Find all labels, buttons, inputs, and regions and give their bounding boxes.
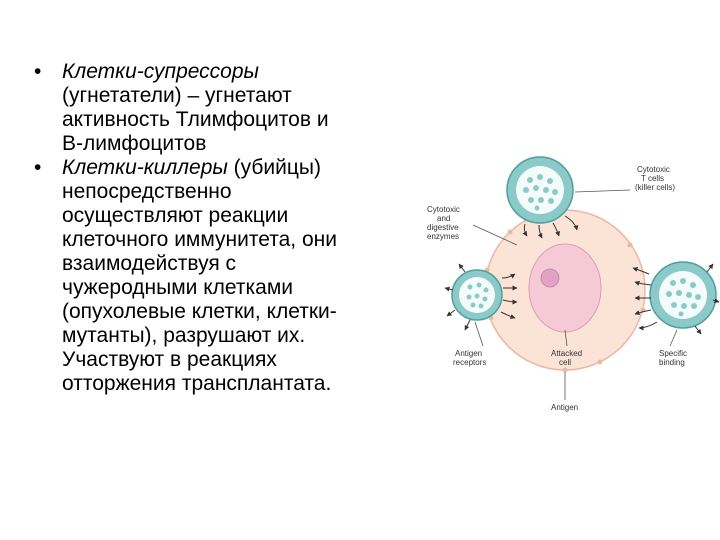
bullet-marker: • xyxy=(34,156,42,179)
bullet-list: • Клетки-супрессоры (угнетатели) – угнет… xyxy=(34,60,434,396)
bullet-item-killer: • Клетки-киллеры (убийцы) непосредственн… xyxy=(34,156,434,396)
label-antigen-receptors: Antigen receptors xyxy=(453,349,486,367)
bullet-line: непосредственно xyxy=(62,180,232,203)
bullet-line-rest: (убийцы) xyxy=(227,156,322,179)
bullet-line: (угнетатели) – угнетают xyxy=(62,84,292,107)
label-attacked-cell: Attacked cell xyxy=(551,349,584,367)
bullet-line: клеточного иммунитета, они xyxy=(62,228,337,251)
receptor-arrows xyxy=(444,263,720,335)
killer-cell-diagram: Cytotoxic T cells (killer cells) Cytotox… xyxy=(425,150,720,420)
t-cell-left xyxy=(451,269,503,321)
bullet-marker: • xyxy=(34,60,42,83)
label-leaders xyxy=(472,189,678,400)
bullet-line: чужеродными клетками xyxy=(62,276,294,299)
bullet-line: Участвуют в реакциях xyxy=(62,348,277,371)
t-cell-top xyxy=(506,156,574,224)
label-enzymes: Cytotoxic and digestive enzymes xyxy=(427,205,462,241)
bullet-line: Клетки-супрессоры xyxy=(62,60,434,84)
label-cytotoxic-t-cells: Cytotoxic T cells (killer cells) xyxy=(635,165,675,192)
t-cell-right xyxy=(649,261,717,329)
bullet-line: мутанты), разрушают их. xyxy=(62,324,306,347)
term-suppressor: Клетки-супрессоры xyxy=(62,60,259,83)
label-specific-binding: Specific binding xyxy=(659,349,689,367)
bullet-item-suppressor: • Клетки-супрессоры (угнетатели) – угнет… xyxy=(34,60,434,156)
bullet-line: отторжения трансплантата. xyxy=(62,372,332,395)
bullet-line: активность Тлимфоцитов и xyxy=(62,108,329,131)
term-killer: Клетки-киллеры xyxy=(62,156,228,179)
bullet-line: осуществляют реакции xyxy=(62,204,289,227)
bullet-line: (опухолевые клетки, клетки- xyxy=(62,300,337,323)
attacked-cell-nucleus xyxy=(528,243,602,333)
bullet-line: Клетки-киллеры (убийцы) xyxy=(62,156,434,180)
attacked-cell-nucleolus xyxy=(540,268,560,288)
label-antigen: Antigen xyxy=(551,403,578,412)
bullet-line: взаимодействуя с xyxy=(62,252,237,275)
diagram-svg: Cytotoxic T cells (killer cells) Cytotox… xyxy=(427,156,720,412)
attack-arrows xyxy=(500,215,658,331)
bullet-line: В-лимфоцитов xyxy=(62,132,207,155)
